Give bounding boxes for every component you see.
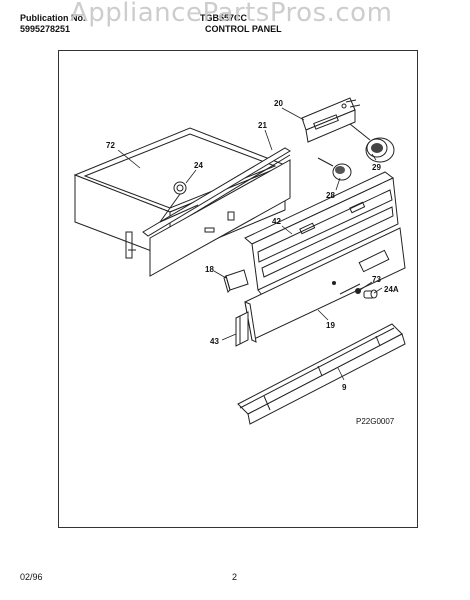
diagram-frame bbox=[58, 50, 418, 528]
label-28: 28 bbox=[326, 191, 335, 200]
footer-page-number: 2 bbox=[232, 572, 238, 582]
label-24a: 24A bbox=[384, 285, 399, 294]
control-knob-part bbox=[349, 123, 395, 163]
label-43: 43 bbox=[210, 337, 219, 346]
leader-lines bbox=[117, 107, 383, 381]
backing-panel-part bbox=[149, 159, 291, 277]
end-trim-part bbox=[235, 311, 249, 347]
label-21: 21 bbox=[258, 121, 267, 130]
drawing-code: P22G0007 bbox=[356, 417, 395, 426]
label-20: 20 bbox=[274, 99, 283, 108]
model-number: TGB557CC bbox=[200, 13, 248, 23]
label-24: 24 bbox=[194, 161, 203, 170]
watermark: AppliancePartsPros.com bbox=[70, 0, 393, 28]
mounting-bracket-part bbox=[223, 269, 249, 293]
label-42: 42 bbox=[272, 217, 281, 226]
footer-date: 02/96 bbox=[20, 572, 43, 582]
section-title: CONTROL PANEL bbox=[205, 24, 282, 34]
screw-part bbox=[355, 288, 361, 294]
lower-trim-channel-part bbox=[237, 323, 406, 425]
label-29: 29 bbox=[372, 163, 381, 172]
label-9: 9 bbox=[342, 383, 347, 392]
label-18: 18 bbox=[205, 265, 214, 274]
publication-number: 5995278251 bbox=[20, 24, 71, 34]
label-73: 73 bbox=[372, 275, 381, 284]
control-board-part bbox=[301, 97, 361, 143]
label-72: 72 bbox=[106, 141, 115, 150]
label-19: 19 bbox=[326, 321, 335, 330]
knob-spring-part bbox=[317, 157, 352, 181]
clock-knob-part bbox=[363, 289, 378, 299]
oven-light-switch-part bbox=[159, 181, 199, 223]
publication-label: Publication No. bbox=[20, 13, 86, 23]
